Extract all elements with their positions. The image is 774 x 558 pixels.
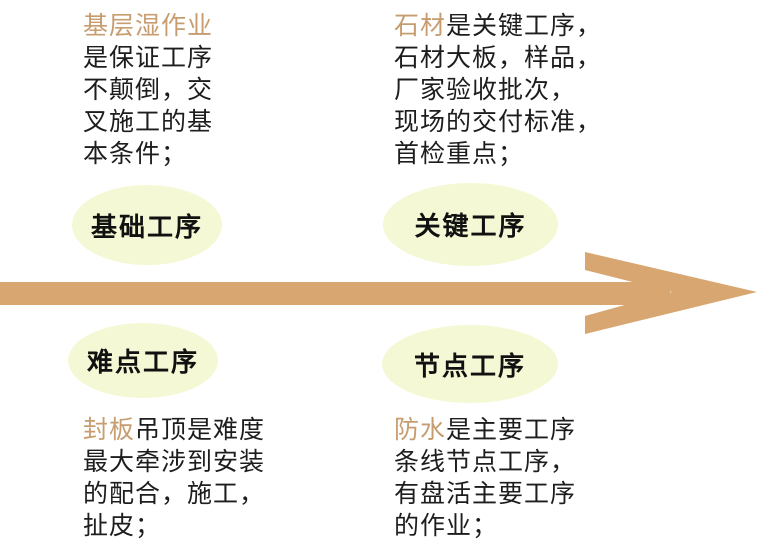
text-line: 的作业； xyxy=(394,512,499,540)
bubble-difficult-process: 难点工序 xyxy=(68,323,218,398)
text-line: 石材大板，样品， xyxy=(394,44,603,72)
text-line: 的配合，施工， xyxy=(83,480,266,508)
arrow-head xyxy=(585,252,757,334)
text-line: 有盘活主要工序 xyxy=(394,480,577,508)
bubble-node-process: 节点工序 xyxy=(382,325,558,403)
line-rest: 是关键工序， xyxy=(446,12,603,40)
keyword-highlight: 基层湿作业 xyxy=(83,12,214,40)
text-line: 石材是关键工序， xyxy=(394,10,602,42)
text-line: 封板吊顶是难度 xyxy=(83,414,265,446)
bubble-foundation-process: 基础工序 xyxy=(72,185,222,265)
text-line: 是保证工序 xyxy=(83,44,214,72)
text-line: 厂家验收批次， xyxy=(394,76,577,104)
text-line: 最大牵涉到安装 xyxy=(83,448,266,476)
text-line: 首检重点； xyxy=(394,140,525,168)
arrow-shaft xyxy=(0,282,670,305)
bubble-label: 关键工序 xyxy=(414,211,527,241)
bubble-label: 难点工序 xyxy=(86,347,199,377)
text-line: 基层湿作业 xyxy=(83,10,213,42)
keyword-highlight: 石材 xyxy=(394,12,447,40)
text-block-bottom-left: 封板吊顶是难度 最大牵涉到安装 的配合，施工， 扯皮； xyxy=(83,414,265,542)
bubble-key-process: 关键工序 xyxy=(383,183,558,266)
text-line: 条线节点工序， xyxy=(394,448,577,476)
text-block-top-right: 石材是关键工序， 石材大板，样品， 厂家验收批次， 现场的交付标准， 首检重点； xyxy=(394,10,602,170)
text-line: 扯皮； xyxy=(83,512,162,540)
keyword-highlight: 封板 xyxy=(83,416,136,444)
bubble-label: 节点工序 xyxy=(413,350,526,381)
text-block-top-left: 基层湿作业 是保证工序 不颠倒，交 叉施工的基 本条件； xyxy=(83,10,213,170)
text-line: 本条件； xyxy=(83,140,188,168)
text-line: 防水是主要工序 xyxy=(394,414,576,446)
bubble-label: 基础工序 xyxy=(90,211,203,242)
line-rest: 吊顶是难度 xyxy=(135,416,266,444)
line-rest: 是主要工序 xyxy=(446,416,577,444)
keyword-highlight: 防水 xyxy=(394,416,447,444)
text-block-bottom-right: 防水是主要工序 条线节点工序， 有盘活主要工序 的作业； xyxy=(394,414,576,542)
text-line: 叉施工的基 xyxy=(83,108,214,136)
text-line: 现场的交付标准， xyxy=(394,108,603,136)
text-line: 不颠倒，交 xyxy=(83,76,214,104)
